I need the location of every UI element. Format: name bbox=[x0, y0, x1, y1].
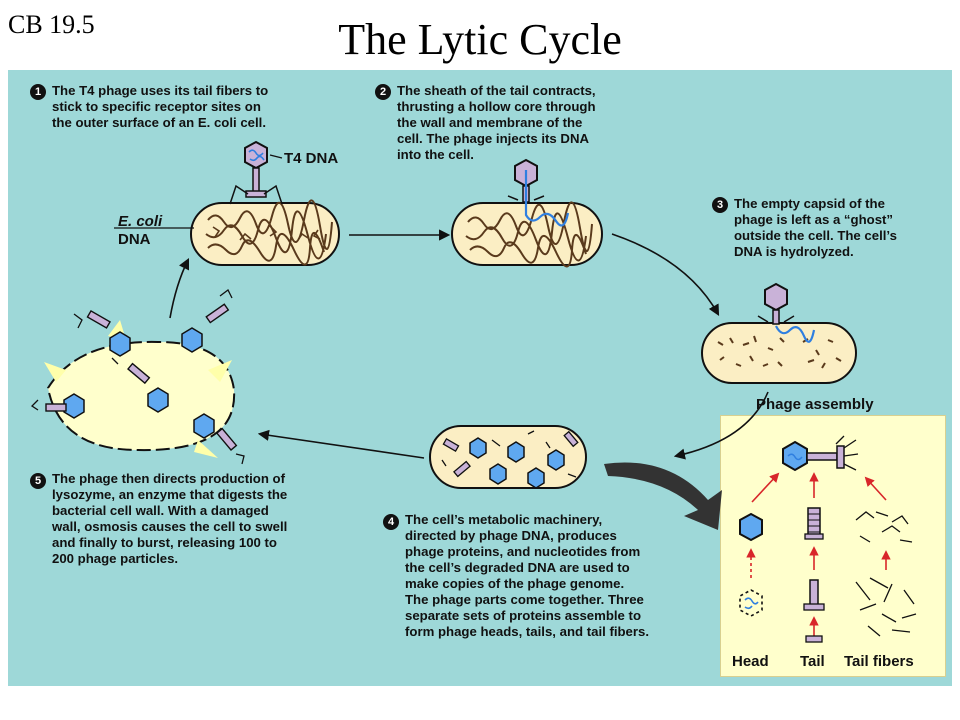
head-label: Head bbox=[732, 653, 769, 670]
cell-lysis bbox=[30, 289, 245, 465]
step-4-text: The cell’s metabolic machinery, directed… bbox=[405, 512, 650, 639]
step-1-text: The T4 phage uses its tail fibers to sti… bbox=[52, 83, 269, 130]
tail-fibers-label: Tail fibers bbox=[844, 653, 914, 670]
cell-synthesis bbox=[429, 425, 587, 489]
cell-ghost bbox=[701, 282, 857, 384]
arrow-step4-to-step5 bbox=[257, 429, 425, 459]
step-2-text: The sheath of the tail contracts, thrust… bbox=[397, 83, 596, 162]
ecoli-dna-label: DNA bbox=[118, 231, 151, 248]
ecoli-label: E. coli bbox=[118, 213, 163, 230]
slide-title: The Lytic Cycle bbox=[338, 15, 622, 64]
lytic-cycle-figure: 1 The T4 phage uses its tail fibers to s… bbox=[8, 70, 952, 686]
step-3-text: The empty capsid of the phage is left as… bbox=[734, 196, 897, 259]
cell-injection bbox=[451, 158, 603, 268]
step-1-number: 1 bbox=[30, 84, 46, 100]
assembly-diagram bbox=[739, 435, 917, 643]
tail-label: Tail bbox=[800, 653, 825, 670]
arrow-to-assembly bbox=[604, 462, 722, 530]
cycle-illustration bbox=[30, 140, 917, 643]
arrow-step5-to-step1 bbox=[169, 257, 190, 319]
step-3-number: 3 bbox=[712, 197, 728, 213]
slide-code: CB 19.5 bbox=[8, 10, 95, 39]
t4-dna-label: T4 DNA bbox=[284, 150, 339, 167]
phage-assembly-label: Phage assembly bbox=[756, 396, 874, 413]
step-4-number: 4 bbox=[383, 514, 399, 530]
arrow-step3-to-step4 bbox=[673, 391, 769, 460]
arrow-step2-to-step3 bbox=[611, 233, 720, 316]
step-2-number: 2 bbox=[375, 84, 391, 100]
phage-attached bbox=[229, 140, 283, 205]
cell-attachment bbox=[190, 199, 340, 266]
step-5-text: The phage then directs production of lys… bbox=[52, 471, 288, 566]
step-5-number: 5 bbox=[30, 473, 46, 489]
